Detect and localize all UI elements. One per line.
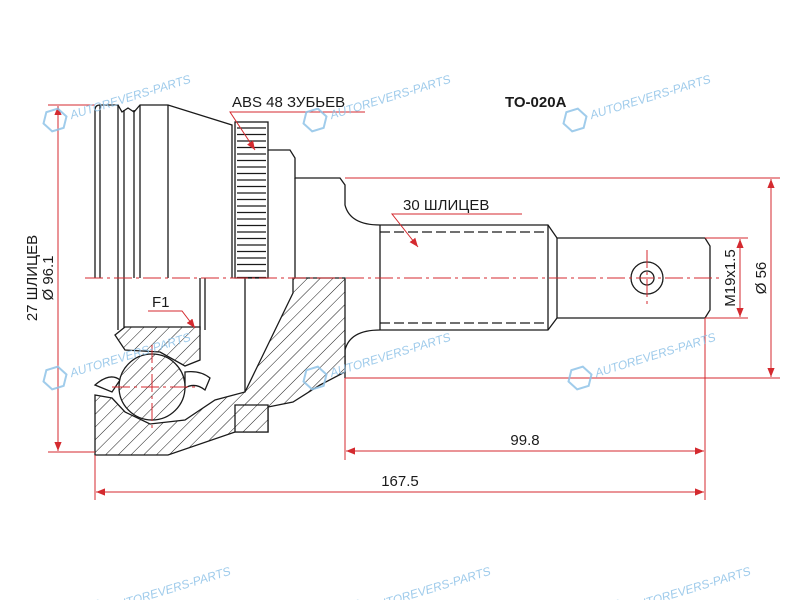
inner-splines-label: 27 ШЛИЦЕВ: [24, 235, 41, 321]
watermark-text: AUTOREVERS-PARTS: [107, 564, 232, 600]
watermark-logo-icon: [562, 107, 588, 133]
watermark: AUTOREVERS-PARTS: [562, 72, 712, 133]
shaft-length-label: 99.8: [510, 432, 539, 449]
part-number: TO-020A: [505, 94, 567, 111]
shaft-diameter-label: Ø 56: [753, 262, 770, 295]
total-length-label: 167.5: [381, 473, 419, 490]
watermark: AUTOREVERS-PARTS: [602, 564, 752, 600]
watermark-logo-icon: [567, 365, 593, 391]
watermark-text: AUTOREVERS-PARTS: [67, 72, 192, 122]
inner-race-section: [114, 326, 201, 367]
watermark: AUTOREVERS-PARTS: [567, 330, 717, 391]
watermark-logo-icon: [42, 107, 68, 133]
watermark-text: AUTOREVERS-PARTS: [327, 330, 452, 380]
f1-label: F1: [152, 294, 170, 311]
watermark-text: AUTOREVERS-PARTS: [587, 72, 712, 122]
dimensions: 27 ШЛИЦЕВ Ø 96.1 Ø 56 M19x1.5 99.8 167.5: [24, 104, 780, 500]
abs-label: ABS 48 ЗУБЬЕВ: [232, 94, 345, 111]
watermark: AUTOREVERS-PARTS: [342, 564, 492, 600]
thread-label: M19x1.5: [722, 249, 739, 307]
watermark: AUTOREVERS-PARTS: [42, 72, 192, 133]
watermark-logo-icon: [302, 107, 328, 133]
inner-diameter-label: Ø 96.1: [40, 255, 57, 300]
watermark-text: AUTOREVERS-PARTS: [327, 72, 452, 122]
watermark-text: AUTOREVERS-PARTS: [592, 330, 717, 380]
joint-section-view: [93, 277, 346, 456]
watermark-logo-icon: [42, 365, 68, 391]
watermark-text: AUTOREVERS-PARTS: [367, 564, 492, 600]
watermark-logo-icon: [302, 365, 328, 391]
watermark: AUTOREVERS-PARTS: [82, 564, 232, 600]
watermark-text: AUTOREVERS-PARTS: [627, 564, 752, 600]
outer-splines-label: 30 ШЛИЦЕВ: [403, 197, 489, 214]
